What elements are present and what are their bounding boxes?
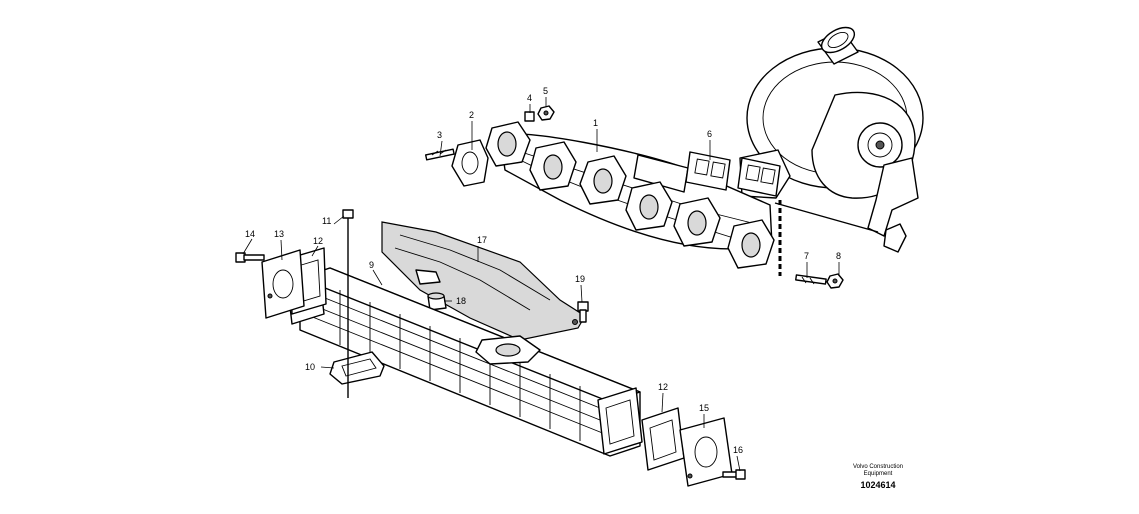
- bolt-part-16: [722, 469, 746, 480]
- manifold-port-flanges: [485, 121, 775, 269]
- nut-part-4: [524, 111, 535, 122]
- callout-7: 7: [804, 251, 809, 261]
- gasket-part-10: [329, 351, 385, 385]
- callout-9: 9: [369, 260, 374, 270]
- callout-17: 17: [477, 235, 487, 245]
- drawing-number: 1024614: [860, 480, 895, 490]
- callout-8: 8: [836, 251, 841, 261]
- callout-16: 16: [733, 445, 743, 455]
- callout-1: 1: [593, 118, 598, 128]
- callout-11: 11: [322, 216, 331, 226]
- bolt-part-19: [577, 301, 589, 323]
- callout-18: 18: [456, 296, 466, 306]
- exhaust-manifold: [485, 121, 775, 269]
- gasket-part-2: [451, 139, 489, 187]
- pipe-cooling-fins: [339, 290, 581, 441]
- callout-labels: 1 2 3 4 5 6 7 8 9 10 11 12 13 14 12 15 1…: [245, 86, 841, 455]
- callout-13: 13: [274, 229, 284, 239]
- nut-part-5: [537, 105, 555, 121]
- callout-2: 2: [469, 110, 474, 120]
- gasket-part-6: [685, 151, 781, 197]
- callout-10: 10: [305, 362, 315, 372]
- callout-14: 14: [245, 229, 255, 239]
- flange-part-13: [261, 249, 305, 319]
- long-bolt-part-11: [342, 209, 354, 398]
- callout-12-right: 12: [658, 382, 668, 392]
- callout-6: 6: [707, 129, 712, 139]
- bolt-part-14: [235, 252, 265, 263]
- leader-lines: [242, 97, 840, 472]
- nut-part-8: [826, 273, 844, 289]
- stud-part-7: [795, 274, 827, 285]
- callout-19: 19: [575, 274, 585, 284]
- brand-line-2: Equipment: [864, 471, 893, 477]
- callout-15: 15: [699, 403, 709, 413]
- brand-line-1: Volvo Construction: [853, 464, 903, 470]
- callout-5: 5: [543, 86, 548, 96]
- drawing-footer: Volvo Construction Equipment 1024614: [853, 464, 903, 490]
- callout-3: 3: [437, 130, 442, 140]
- callout-12-left: 12: [313, 236, 323, 246]
- callout-4: 4: [527, 93, 532, 103]
- sleeve-part-18: [427, 292, 447, 311]
- heat-shield-part-17: [381, 221, 586, 341]
- gasket-part-12-right: [641, 407, 685, 471]
